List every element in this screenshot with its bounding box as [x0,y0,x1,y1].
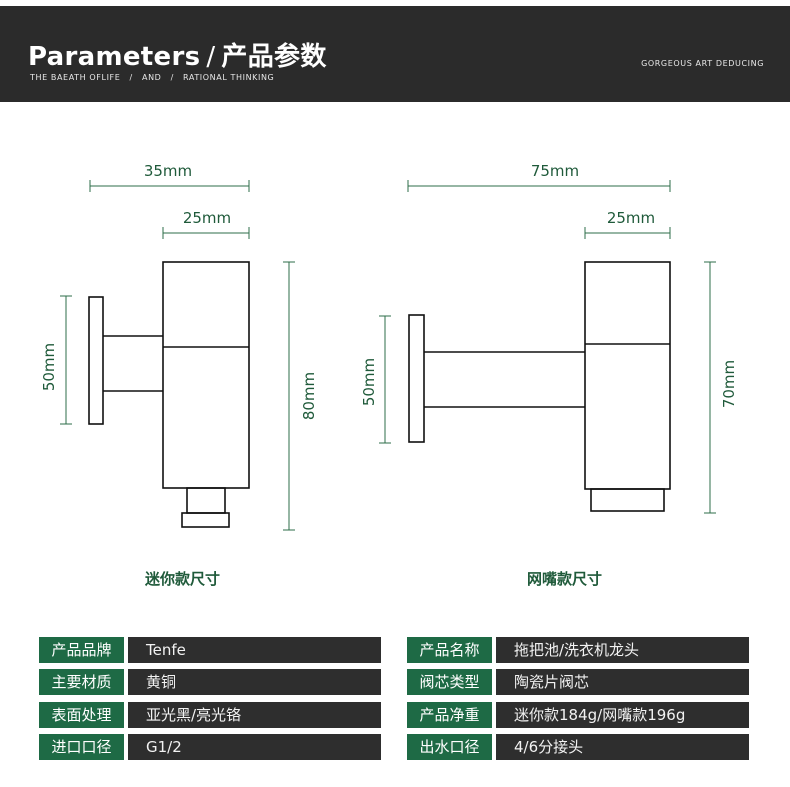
mini-total-height-label: 80mm [300,372,318,420]
page-title-en: Parameters [28,42,201,72]
mini-flange-height-label: 50mm [40,343,58,391]
mini-body [162,261,250,489]
spec-value: 4/6分接头 [496,734,749,760]
mini-faucet-drawing: 35mm 25mm 50mm 80mm [40,162,318,531]
mesh-flange-height-label: 50mm [360,358,378,406]
mesh-model-caption: 网嘴款尺寸 [527,570,603,588]
tagline-part: / [170,73,174,82]
mesh-aerator [590,488,665,512]
spec-value: 拖把池/洗衣机龙头 [496,637,749,663]
spec-value: 迷你款184g/网嘴款196g [496,702,749,728]
tagline-part: RATIONAL THINKING [183,73,275,82]
spec-label: 表面处理 [39,702,124,728]
spec-value: 亚光黑/亮光铬 [128,702,381,728]
mesh-total-height-label: 70mm [720,360,738,408]
spec-label: 产品净重 [407,702,492,728]
mesh-body-width-label: 25mm [607,209,655,227]
spec-value: 黄铜 [128,669,381,695]
tagline-part: / [129,73,133,82]
mini-total-width-label: 35mm [144,162,192,180]
mini-outlet-nut [181,512,230,528]
page-title-cn: 产品参数 [221,42,327,72]
spec-label: 产品品牌 [39,637,124,663]
spec-label: 进口口径 [39,734,124,760]
spec-label: 阀芯类型 [407,669,492,695]
spec-value: G1/2 [128,734,381,760]
mini-body-width-label: 25mm [183,209,231,227]
spec-label: 产品名称 [407,637,492,663]
spec-value: Tenfe [128,637,381,663]
tagline: THE BAEATH OFLIFE / AND / RATIONAL THINK… [30,73,280,82]
mesh-total-width-label: 75mm [531,162,579,180]
header-banner: Parameters/产品参数 THE BAEATH OFLIFE / AND … [0,6,790,102]
tagline-part: AND [142,73,162,82]
spec-label: 主要材质 [39,669,124,695]
spec-value: 陶瓷片阀芯 [496,669,749,695]
mesh-body [584,261,671,490]
page-title-separator: / [206,42,216,72]
mini-model-caption: 迷你款尺寸 [145,570,221,588]
spec-label: 出水口径 [407,734,492,760]
right-tagline: GORGEOUS ART DEDUCING [641,59,764,68]
mesh-wall-flange [408,314,425,443]
page-title: Parameters/产品参数 [28,36,327,73]
mini-wall-flange [88,296,104,425]
mini-outlet [186,487,226,514]
tagline-part: THE BAEATH OFLIFE [30,73,121,82]
mesh-faucet-drawing: 75mm 25mm 50mm 70mm [360,162,738,514]
